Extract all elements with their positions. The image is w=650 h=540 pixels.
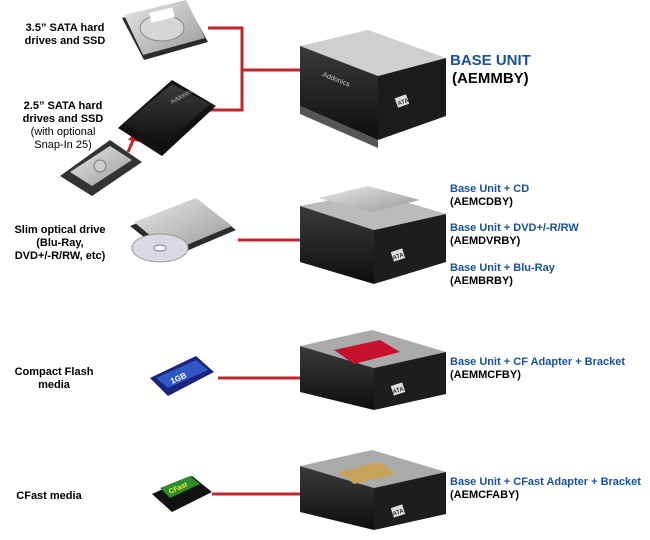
base-unit-image: Addonics ATA [300,30,446,148]
base-unit-cfast-image: ATA [300,450,446,530]
label-sata25: 2.5” SATA hard drives and SSD (with opti… [22,100,104,151]
base-unit-title: BASE UNIT [450,52,531,69]
ata-badge-cfast: ATA [392,508,405,517]
label-cfast: CFast media [16,490,82,502]
cfast-card-image: CFast [152,476,212,512]
ata-badge: ATA [397,98,410,108]
hdd-25-tray-image: Addonics [118,80,216,156]
label-optical: Slim optical drive (Blu-Ray, DVD+/-R/RW,… [14,224,106,262]
ata-badge-cf: ATA [392,386,405,395]
label-sata35: 3.5” SATA hard drives and SSD [24,22,106,47]
product-cf: Base Unit + CF Adapter + Bracket (AEMMCF… [450,356,626,381]
label-cf: Compact Flash media [14,366,94,391]
product-cfast: Base Unit + CFast Adapter + Bracket (AEM… [450,476,641,501]
base-unit-code: (AEMMBY) [452,70,529,87]
base-unit-optical-image: ATA [300,186,446,284]
optical-drive-image [130,198,236,263]
connector-lines [208,26,300,496]
snap-in-25-image [60,140,142,196]
product-cd: Base Unit + CD (AEMCDBY) [450,183,530,208]
hdd-35-image [122,0,208,60]
base-unit-cf-image: ATA [300,330,446,410]
product-dvd: Base Unit + DVD+/-R/RW (AEMDVRBY) [450,222,579,247]
product-bluray: Base Unit + Blu-Ray (AEMBRBY) [450,262,555,287]
base-unit-title-block: BASE UNIT (AEMMBY) [450,52,531,88]
cf-card-image: 1GB [150,356,214,396]
ata-badge-optical: ATA [392,252,405,261]
